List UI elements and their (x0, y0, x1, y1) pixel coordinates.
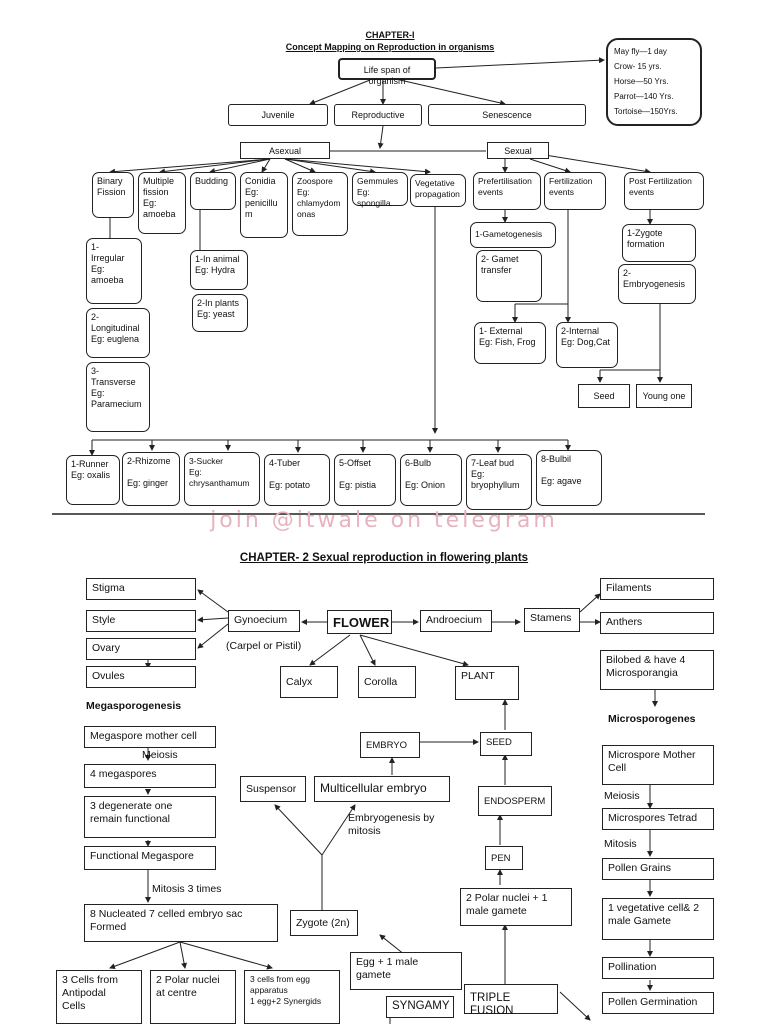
life-span-box: Life span of organism (338, 58, 436, 86)
pollen-grains-box: Pollen Grains (602, 858, 714, 880)
veg-bulbil-box: 8-Bulbil Eg: agave (536, 450, 602, 506)
vegetative-propagation-box: Vegetative propagation (410, 174, 466, 207)
asexual-box: Asexual (240, 142, 330, 159)
gametogenesis-box: 1-Gametogenesis (470, 222, 556, 248)
egg-apparatus-box: 3 cells from egg apparatus 1 egg+2 Syner… (244, 970, 340, 1024)
life-span-item: May fly—1 day (614, 47, 667, 56)
veg-tuber-box: 4-Tuber Eg: potato (264, 454, 330, 506)
meiosis-label: Meiosis (142, 749, 178, 761)
flower-box: FLOWER (327, 610, 392, 634)
syngamy-box: SYNGAMY (386, 996, 454, 1018)
plant-box: PLANT (455, 666, 519, 700)
embryogenesis-label: Embryogenesis by mitosis (348, 812, 435, 837)
suspensor-box: Suspensor (240, 776, 306, 802)
ovary-box: Ovary (86, 638, 196, 660)
multiple-fission-box: Multiple fission Eg: amoeba (138, 172, 186, 234)
veg-bulb-box: 6-Bulb Eg: Onion (400, 454, 462, 506)
mitosis-3-times-label: Mitosis 3 times (152, 883, 222, 895)
pollen-germination-box: Pollen Germination (602, 992, 714, 1014)
seed2-box: SEED (480, 732, 532, 756)
pollination-box: Pollination (602, 957, 714, 979)
zygote-formation-box: 1-Zygote formation (622, 224, 696, 262)
prefertilisation-box: Prefertilisation events (473, 172, 541, 210)
ovules-box: Ovules (86, 666, 196, 688)
polar-nuclei-box: 2 Polar nuclei at centre (150, 970, 236, 1024)
microspores-tetrad-box: Microspores Tetrad (602, 808, 714, 830)
veg-runner-box: 1-Runner Eg: oxalis (66, 455, 120, 505)
life-span-list: May fly—1 day Crow- 15 yrs. Horse—50 Yrs… (606, 38, 702, 126)
embryo-sac-box: 8 Nucleated 7 celled embryo sac Formed (84, 904, 278, 942)
budding-plants-box: 2-In plants Eg: yeast (192, 294, 248, 332)
life-span-item: Crow- 15 yrs. (614, 62, 662, 71)
binary-fission-box: Binary Fission (92, 172, 134, 218)
chapter1-title: CHAPTER-I (365, 30, 415, 40)
microspore-mother-cell-box: Microspore Mother Cell (602, 745, 714, 785)
megasporogenesis-heading: Megasporogenesis (86, 700, 182, 712)
megaspore-mother-cell-box: Megaspore mother cell (84, 726, 216, 748)
fertilization-box: Fertilization events (544, 172, 606, 210)
phase-reproductive: Reproductive (334, 104, 422, 126)
zoospore-box: Zoospore Eg: chlamydom onas (292, 172, 348, 236)
stamens-box: Stamens (524, 608, 580, 632)
gemmules-box: Gemmules Eg: spongilla (352, 172, 408, 208)
chapter1-subtitle: Concept Mapping on Reproduction in organ… (285, 42, 495, 52)
gynoecium-box: Gynoecium (228, 610, 300, 632)
androecium-box: Androecium (420, 610, 492, 632)
corolla-box: Corolla (358, 666, 416, 698)
veg-leaf-bud-box: 7-Leaf bud Eg: bryophyllum (466, 454, 532, 510)
chapter2-title: CHAPTER- 2 Sexual reproduction in flower… (239, 552, 529, 564)
four-megaspores-box: 4 megaspores (84, 764, 216, 788)
budding-animal-box: 1-In animal Eg: Hydra (190, 250, 248, 290)
veg-sucker-box: 3-Sucker Eg: chrysanthamum (184, 452, 260, 506)
antipodal-cells-box: 3 Cells from Antipodal Cells (56, 970, 142, 1024)
life-span-item: Parrot—140 Yrs. (614, 92, 674, 101)
filaments-box: Filaments (600, 578, 714, 600)
anthers-box: Anthers (600, 612, 714, 634)
vegetative-male-gamete-box: 1 vegetative cell& 2 male Gamete (602, 898, 714, 940)
veg-offset-box: 5-Offset Eg: pistia (334, 454, 396, 506)
triple-fusion-box: TRIPLE FUSION (464, 984, 558, 1017)
endosperm-box: ENDOSPERM (478, 786, 552, 816)
seed-box: Seed (578, 384, 630, 408)
microsporangia-box: Bilobed & have 4 Microsporangia (600, 650, 714, 690)
embryo-box: EMBRYO (360, 732, 420, 758)
external-fertilization-box: 1- External Eg: Fish, Frog (474, 322, 546, 364)
functional-megaspore-box: Functional Megaspore (84, 846, 216, 870)
binary-transverse-box: 3- Transverse Eg: Paramecium (86, 362, 150, 432)
telegram-watermark: join @itwale on telegram (210, 508, 558, 533)
micro-mitosis-label: Mitosis (604, 838, 637, 850)
zygote-box: Zygote (2n) (290, 910, 358, 936)
gamete-transfer-box: 2- Gamet transfer (476, 250, 542, 302)
microsporogenesis-heading: Microsporogenes (608, 713, 696, 725)
budding-box: Budding (190, 172, 236, 210)
egg-male-gamete-box: Egg + 1 male gamete (350, 952, 462, 990)
conidia-box: Conidia Eg: penicillu m (240, 172, 288, 238)
calyx-box: Calyx (280, 666, 338, 698)
phase-juvenile: Juvenile (228, 104, 328, 126)
binary-irregular-box: 1- Irregular Eg: amoeba (86, 238, 142, 304)
micro-meiosis-label: Meiosis (604, 790, 640, 802)
veg-rhizome-box: 2-Rhizome Eg: ginger (122, 452, 180, 506)
binary-longitudinal-box: 2- Longitudinal Eg: euglena (86, 308, 150, 358)
carpel-label: (Carpel or Pistil) (226, 640, 302, 652)
pen-box: PEN (485, 846, 523, 870)
internal-fertilization-box: 2-Internal Eg: Dog,Cat (556, 322, 618, 368)
embryogenesis-box: 2- Embryogenesis (618, 264, 696, 304)
sexual-box: Sexual (487, 142, 549, 159)
phase-senescence: Senescence (428, 104, 586, 126)
post-fertilization-box: Post Fertilization events (624, 172, 704, 210)
polar-nuclei-gamete-box: 2 Polar nuclei + 1 male gamete (460, 888, 572, 926)
multicellular-embryo-box: Multicellular embryo (314, 776, 450, 802)
life-span-item: Horse—50 Yrs. (614, 77, 669, 86)
stigma-box: Stigma (86, 578, 196, 600)
degenerate-box: 3 degenerate one remain functional (84, 796, 216, 838)
life-span-item: Tortoise—150Yrs. (614, 107, 678, 116)
style-box: Style (86, 610, 196, 632)
young-one-box: Young one (636, 384, 692, 408)
